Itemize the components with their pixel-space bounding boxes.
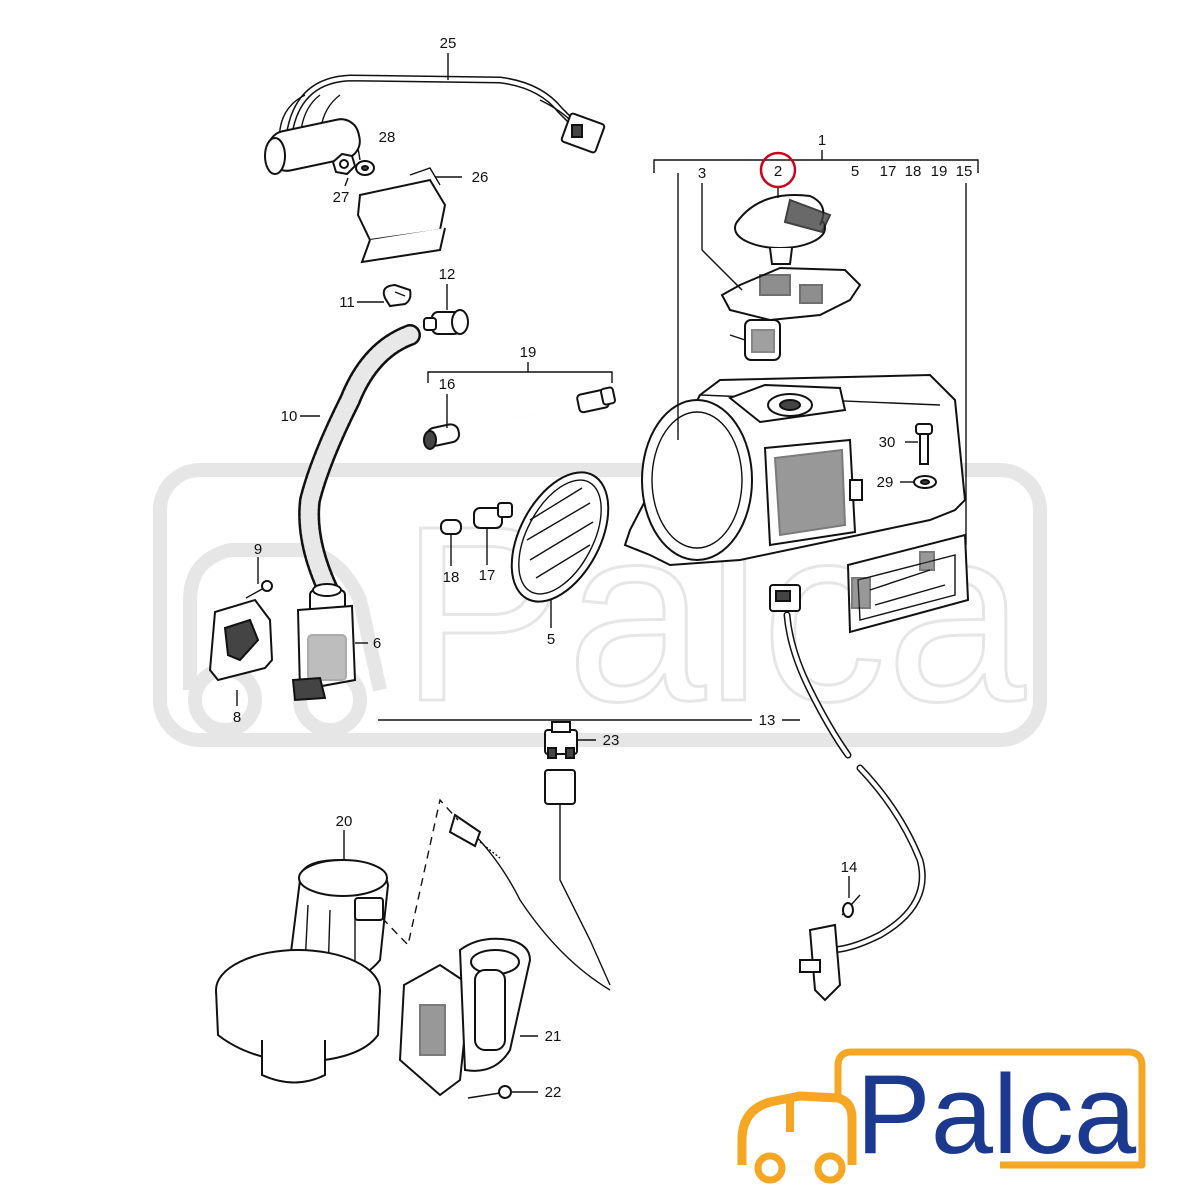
callout-1: 1 <box>818 132 826 149</box>
part-14-sensor <box>799 894 861 1002</box>
part-30-bolt <box>915 423 933 465</box>
callout-20: 20 <box>336 813 353 830</box>
callout-25: 25 <box>440 35 457 52</box>
callout-5: 5 <box>547 631 555 648</box>
wire-bundle <box>448 805 611 991</box>
part-6-pump <box>291 583 357 702</box>
callout-15: 15 <box>956 163 973 180</box>
callout-16: 16 <box>439 376 456 393</box>
callout-labels: 1 2 3 5 17 18 19 15 25 28 27 26 11 12 19… <box>233 35 973 1101</box>
part-23-fuse <box>544 721 578 759</box>
callout-19: 19 <box>520 344 537 361</box>
part-2-knob <box>734 194 832 265</box>
callout-12: 12 <box>439 266 456 283</box>
callout-18-top: 18 <box>905 163 922 180</box>
part-1-housing <box>623 373 967 567</box>
callout-30: 30 <box>879 434 896 451</box>
callout-19-top: 19 <box>931 163 948 180</box>
part-15-circuit-board <box>846 533 970 634</box>
callout-14: 14 <box>841 859 858 876</box>
part-25-wiring-harness <box>264 74 606 175</box>
part-9-screw <box>245 580 273 599</box>
callout-21: 21 <box>545 1028 562 1045</box>
truck-icon <box>737 1091 857 1184</box>
part-21-outlet-duct <box>398 937 532 1097</box>
callout-2: 2 <box>774 163 782 180</box>
part-20-blower-motor <box>215 858 390 1084</box>
part-22-screw <box>467 1085 512 1099</box>
callout-29: 29 <box>877 474 894 491</box>
callout-17-top: 17 <box>880 163 897 180</box>
part-5-grille <box>510 471 610 603</box>
callout-28: 28 <box>379 129 396 146</box>
part-27-nut <box>331 152 357 176</box>
part-16-pin <box>423 423 461 450</box>
callout-6: 6 <box>373 635 381 652</box>
callout-2-highlight-circle <box>759 151 797 189</box>
leader-lines <box>236 53 979 1093</box>
part-3-control-unit <box>720 266 862 361</box>
callout-18: 18 <box>443 569 460 586</box>
part-29-washer <box>913 475 937 489</box>
callout-3: 3 <box>698 165 706 182</box>
callout-27: 27 <box>333 189 350 206</box>
callout-22: 22 <box>545 1084 562 1101</box>
part-12-fitting <box>423 309 469 335</box>
callout-9: 9 <box>254 541 262 558</box>
part-28-washer <box>355 160 375 176</box>
part-8-plate <box>208 598 274 682</box>
connector-block <box>544 769 576 805</box>
palca-logo: Palca <box>737 1048 1146 1184</box>
callout-10: 10 <box>281 408 298 425</box>
callout-26: 26 <box>472 169 489 186</box>
callout-13: 13 <box>759 712 776 729</box>
part-10-hose <box>298 324 421 601</box>
part-19-cable <box>487 386 616 425</box>
part-11-clamp <box>382 283 412 308</box>
logo-text: Palca <box>856 1052 1137 1177</box>
callout-5-top: 5 <box>851 163 859 180</box>
callout-23: 23 <box>603 732 620 749</box>
callout-17: 17 <box>479 567 496 584</box>
part-13-cable <box>769 584 926 954</box>
callout-8: 8 <box>233 709 241 726</box>
part-18-bulb <box>440 519 462 540</box>
part-17-socket <box>473 502 513 529</box>
part-26-bracket <box>356 167 447 264</box>
callout-11: 11 <box>339 294 355 311</box>
